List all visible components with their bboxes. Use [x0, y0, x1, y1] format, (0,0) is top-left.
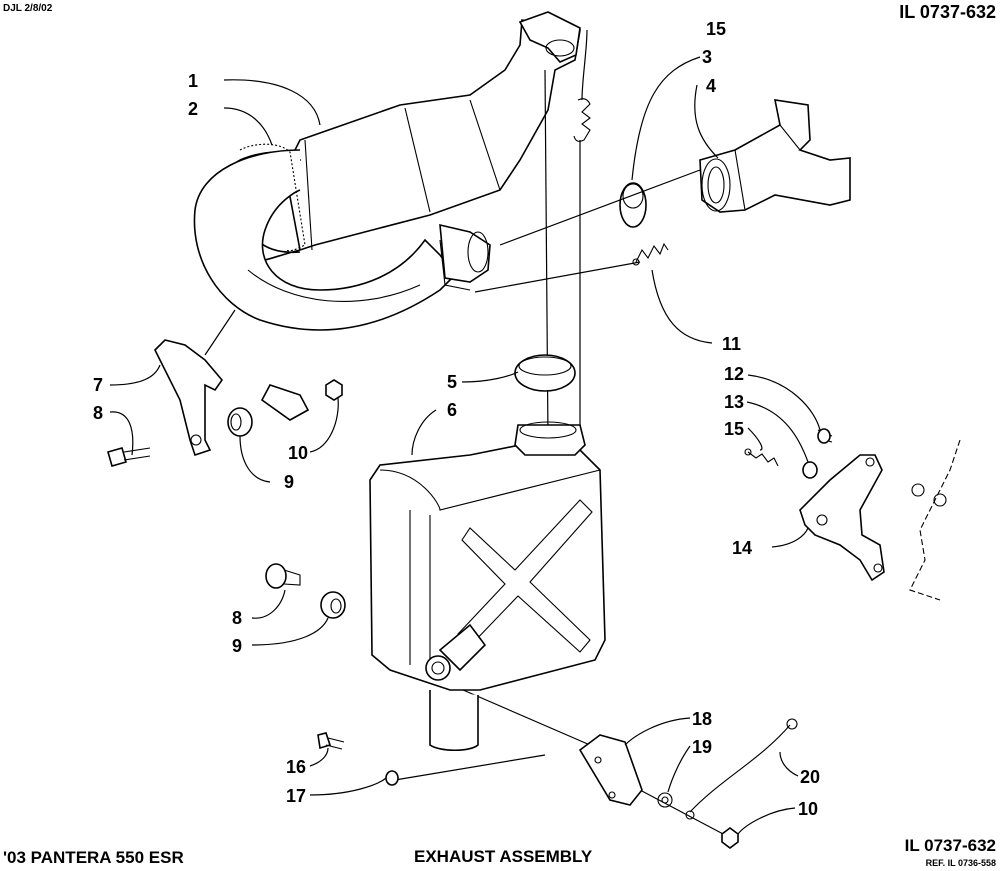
illustration-id-top: IL 0737-632 [899, 2, 996, 22]
callout-13: 13 [724, 392, 744, 412]
callout-18: 18 [692, 709, 712, 729]
callout-1: 1 [188, 71, 198, 91]
callout-11: 11 [722, 334, 741, 354]
right-side-bracket [799, 454, 885, 582]
silencer-gasket [514, 354, 576, 392]
exhaust-manifold [699, 99, 851, 213]
callout-15-right: 15 [724, 419, 744, 439]
callout-3: 3 [702, 47, 712, 67]
exhaust-pipe [193, 11, 581, 331]
washer-lower [385, 770, 399, 786]
callout-14: 14 [732, 538, 752, 558]
callout-9-middle: 9 [232, 636, 242, 656]
exhaust-seal [619, 182, 647, 228]
nut-upper [325, 379, 343, 401]
diagram-title: EXHAUST ASSEMBLY [414, 847, 593, 866]
callout-17: 17 [286, 786, 306, 806]
callout-16: 16 [286, 757, 306, 777]
alignment-lines [394, 69, 726, 836]
ground-wire [685, 718, 798, 820]
callout-8-middle: 8 [232, 608, 242, 628]
callout-labels: 1 2 15 3 4 11 7 8 10 9 5 6 12 13 15 14 8… [93, 19, 820, 819]
bolt-middle [265, 563, 301, 589]
callout-8-upper: 8 [93, 403, 103, 423]
grommet-middle [320, 591, 346, 619]
screw-right [817, 428, 833, 444]
star-washer [657, 792, 673, 808]
spring-right [744, 448, 779, 467]
illustration-id-bottom: IL 0737-632 [904, 836, 996, 855]
reference-label: REF. IL 0736-558 [925, 858, 996, 868]
chassis-outline [909, 439, 961, 601]
spring-top [573, 98, 591, 142]
callout-2: 2 [188, 99, 198, 119]
callout-20: 20 [800, 767, 820, 787]
callout-15-top: 15 [706, 19, 726, 39]
plate-upper [260, 384, 310, 421]
front-mount-bracket [154, 339, 224, 457]
rear-bracket [578, 734, 643, 806]
callout-9-upper: 9 [284, 472, 294, 492]
callout-10-lower: 10 [798, 799, 818, 819]
callout-19: 19 [692, 737, 712, 757]
callout-7: 7 [93, 375, 103, 395]
callout-5: 5 [447, 372, 457, 392]
muffler [369, 421, 606, 752]
model-label: '03 PANTERA 550 ESR [3, 848, 184, 867]
bolt-lower [317, 732, 345, 750]
callout-12: 12 [724, 364, 744, 384]
grommet-right [802, 461, 818, 479]
bolt-upper [107, 447, 151, 467]
nut-lower [721, 827, 739, 849]
author-date-label: DJL 2/8/02 [3, 3, 53, 14]
callout-4: 4 [706, 76, 716, 96]
callout-6: 6 [447, 400, 457, 420]
callout-10-upper: 10 [288, 443, 308, 463]
grommet-upper [227, 407, 253, 437]
leader-lines [109, 29, 821, 835]
